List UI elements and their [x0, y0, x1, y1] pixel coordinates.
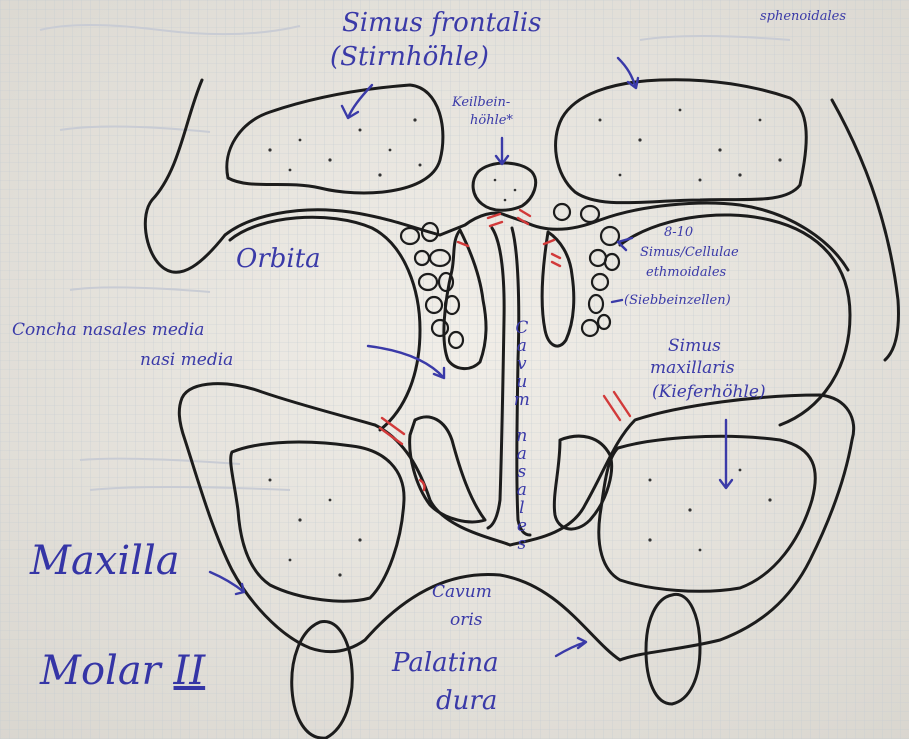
label-sinus-frontalis: Simus frontalis — [342, 10, 542, 37]
label-maxilla: Maxilla — [30, 540, 180, 582]
label-molar-text: Molar — [40, 648, 161, 694]
label-palatina: Palatina — [392, 650, 499, 677]
label-stirnhoehle: (Stirnhöhle) — [330, 44, 489, 71]
label-cavum-oris-line2: oris — [450, 612, 483, 630]
label-orbita: Orbita — [236, 246, 321, 273]
label-molar-number: II — [174, 648, 206, 694]
label-maxillaris-line3: (Kieferhöhle) — [652, 384, 766, 402]
label-maxillaris-line2: maxillaris — [650, 360, 735, 378]
label-molar: Molar II — [40, 650, 205, 692]
label-cavum-nasales: Cavum nasales — [512, 318, 530, 552]
label-cavum-oris-line1: Cavum — [432, 584, 492, 602]
label-keilbeinhoehle-line1: Keilbein- — [452, 96, 510, 110]
label-ethmoidales-line4: (Siebbeinzellen) — [624, 294, 731, 308]
label-ethmoidales-line1: 8-10 — [664, 226, 693, 240]
label-dura: dura — [436, 688, 497, 715]
label-ethmoidales-line2: Simus/Cellulae — [640, 246, 739, 260]
label-ethmoidales-line3: ethmoidales — [646, 266, 726, 280]
label-maxillaris-line1: Simus — [668, 338, 721, 356]
label-concha-line2: nasi media — [140, 352, 233, 370]
label-sphenoidales: sphenoidales — [760, 10, 846, 24]
label-keilbeinhoehle-line2: höhle* — [470, 114, 513, 128]
label-concha-line1: Concha nasales media — [12, 322, 204, 340]
